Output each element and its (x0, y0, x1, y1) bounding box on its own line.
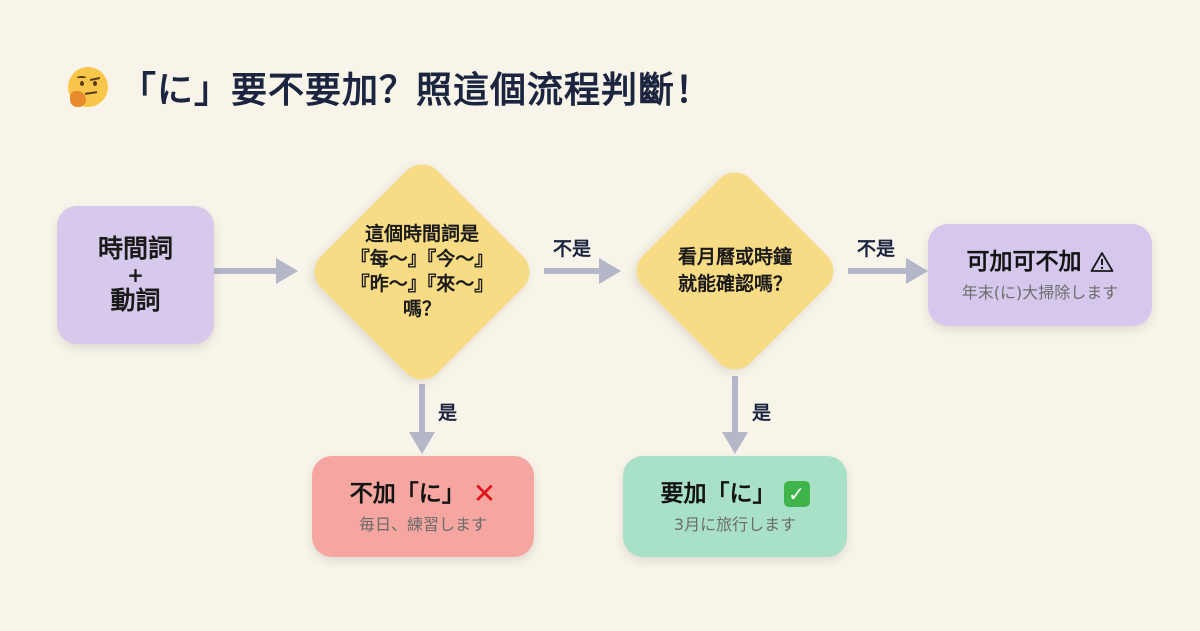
edge-label-decision2-yes: 是 (752, 402, 772, 424)
edge-label-decision1-no: 不是 (553, 238, 592, 260)
start-node: 時間詞 + 動詞 (57, 206, 214, 344)
decision1-line: 嗎？ (402, 298, 441, 320)
warning-icon (1090, 252, 1113, 272)
result-optional-example: 年末(に)大掃除します (961, 283, 1119, 302)
arrow-decision2-to-optional (848, 258, 928, 284)
decision1-line: 『每～』『今～』 (350, 248, 494, 270)
title-text: 「に」要不要加？照這個流程判斷！ (120, 70, 713, 111)
decision-node-1: 這個時間詞是 『每～』『今～』 『昨～』『來～』 嗎？ (298, 155, 546, 389)
cross-mark-icon: ✕ (472, 476, 497, 510)
decision-node-2: 看月曆或時鐘 就能確認嗎？ (620, 163, 850, 379)
decision2-line: 就能確認嗎？ (677, 273, 792, 295)
edge-label-decision1-yes: 是 (438, 402, 458, 424)
start-line-1: 時間詞 (97, 234, 173, 263)
page-title: 「に」要不要加？照這個流程判斷！ (66, 62, 712, 112)
check-mark-icon: ✓ (783, 480, 810, 507)
arrow-decision1-to-decision2 (544, 258, 621, 284)
result-no-title: 不加「に」 (349, 480, 465, 507)
result-optional-node: 可加可不加 年末(に)大掃除します (928, 224, 1152, 326)
decision1-line: 『昨～』『來～』 (350, 273, 494, 295)
start-plus: + (127, 263, 144, 287)
result-optional-title: 可加可不加 (966, 249, 1082, 275)
start-line-2: 動詞 (110, 286, 161, 315)
result-no-example: 毎日、練習します (358, 514, 487, 534)
result-no-node: 不加「に」 ✕ 毎日、練習します (312, 456, 534, 557)
decision1-line: 這個時間詞是 (364, 223, 479, 245)
edge-label-decision2-no: 不是 (857, 238, 896, 260)
arrow-decision2-to-yes (722, 376, 748, 454)
arrow-start-to-decision1 (214, 258, 298, 284)
decision2-line: 看月曆或時鐘 (677, 246, 792, 268)
arrow-decision1-to-no (409, 384, 435, 454)
result-yes-example: 3月に旅行します (673, 514, 797, 534)
result-yes-node: 要加「に」 ✓ 3月に旅行します (623, 456, 847, 557)
result-yes-title: 要加「に」 (660, 480, 776, 507)
thinking-face-icon (66, 65, 110, 109)
